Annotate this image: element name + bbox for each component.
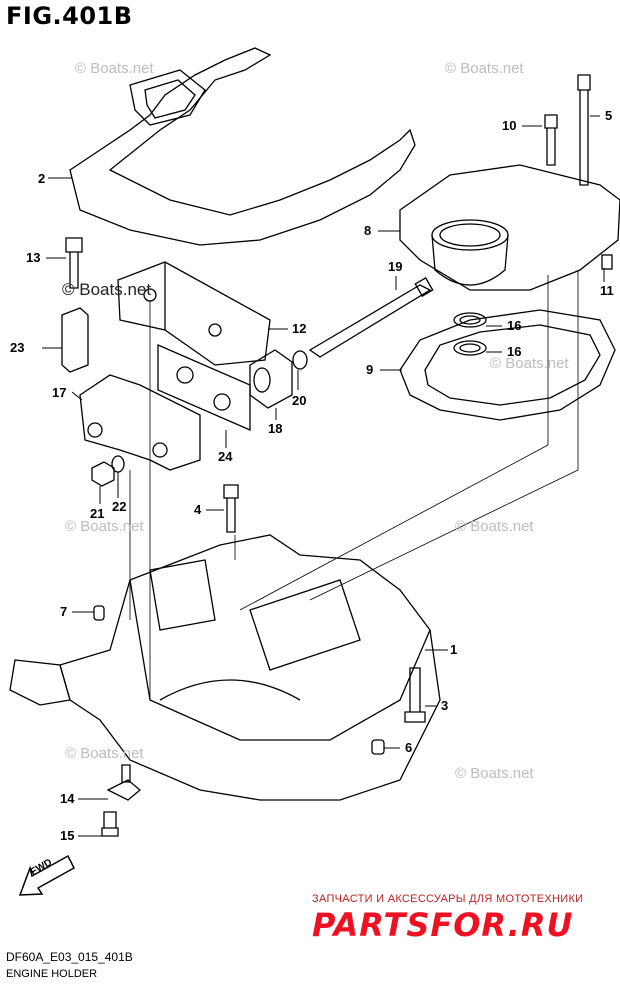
callout-20: 20 bbox=[292, 393, 307, 408]
watermark: © Boats.net bbox=[75, 60, 154, 77]
callout-21: 21 bbox=[90, 506, 105, 521]
watermark: © Boats.net bbox=[62, 280, 152, 299]
watermark: © Boats.net bbox=[65, 518, 144, 535]
bolt-5 bbox=[577, 74, 591, 186]
callout-15: 15 bbox=[60, 828, 75, 843]
gasket-2-window bbox=[129, 69, 206, 126]
pin-6 bbox=[371, 739, 385, 755]
watermark: © Boats.net bbox=[455, 765, 534, 782]
bolt-19 bbox=[308, 284, 432, 358]
watermark: © Boats.net bbox=[445, 60, 524, 77]
callout-3: 3 bbox=[441, 698, 449, 713]
callout-24: 24 bbox=[218, 449, 233, 464]
callout-6: 6 bbox=[405, 740, 413, 755]
callout-22: 22 bbox=[112, 499, 127, 514]
bracket-12 bbox=[117, 261, 271, 366]
mount-18 bbox=[249, 349, 293, 409]
watermark: © Boats.net bbox=[490, 355, 569, 372]
figure-title: FIG.401B bbox=[6, 2, 133, 30]
callout-10: 10 bbox=[502, 118, 517, 133]
callout-17: 17 bbox=[52, 385, 67, 400]
callout-13: 13 bbox=[26, 250, 41, 265]
watermark: © Boats.net bbox=[65, 745, 144, 762]
holder-17 bbox=[79, 374, 201, 471]
pin-7 bbox=[93, 605, 105, 621]
callout-1: 1 bbox=[450, 642, 458, 657]
callout-5: 5 bbox=[605, 108, 613, 123]
fwd-arrow-icon bbox=[18, 854, 75, 896]
callout-23: 23 bbox=[10, 340, 25, 355]
bolt-10 bbox=[544, 114, 558, 166]
pin-11 bbox=[601, 254, 613, 270]
ad-logo: PARTSFOR.RU bbox=[312, 906, 574, 944]
ad-tagline: ЗАПЧАСТИ И АКСЕССУАРЫ ДЛЯ МОТОТЕХНИКИ bbox=[312, 893, 584, 905]
callout-14: 14 bbox=[60, 791, 75, 806]
part-14 bbox=[106, 764, 142, 801]
callout-18: 18 bbox=[268, 421, 283, 436]
callout-2: 2 bbox=[38, 171, 46, 186]
plate-23 bbox=[61, 307, 89, 373]
diagram-code: DF60A_E03_015_401B bbox=[6, 950, 133, 964]
callout-16-lower: 16 bbox=[507, 344, 522, 359]
engine-holder-1 bbox=[59, 534, 441, 801]
diagram-name: ENGINE HOLDER bbox=[6, 968, 98, 980]
gasket-9 bbox=[399, 309, 616, 421]
callout-12: 12 bbox=[292, 321, 307, 336]
nut-21 bbox=[91, 461, 115, 487]
callout-7: 7 bbox=[60, 604, 68, 619]
callout-4: 4 bbox=[194, 502, 202, 517]
gasket-2 bbox=[69, 47, 416, 246]
bolt-4 bbox=[223, 484, 239, 533]
bolt-3 bbox=[404, 667, 426, 723]
callout-16-upper: 16 bbox=[507, 318, 522, 333]
plate-24 bbox=[157, 344, 251, 431]
bolt-13 bbox=[65, 237, 83, 289]
cover-8 bbox=[399, 164, 620, 291]
callout-11: 11 bbox=[600, 283, 614, 298]
callout-8: 8 bbox=[364, 223, 372, 238]
callout-9: 9 bbox=[366, 362, 374, 377]
callout-19: 19 bbox=[388, 259, 403, 274]
bolt-15 bbox=[101, 811, 119, 837]
watermark: © Boats.net bbox=[455, 518, 534, 535]
